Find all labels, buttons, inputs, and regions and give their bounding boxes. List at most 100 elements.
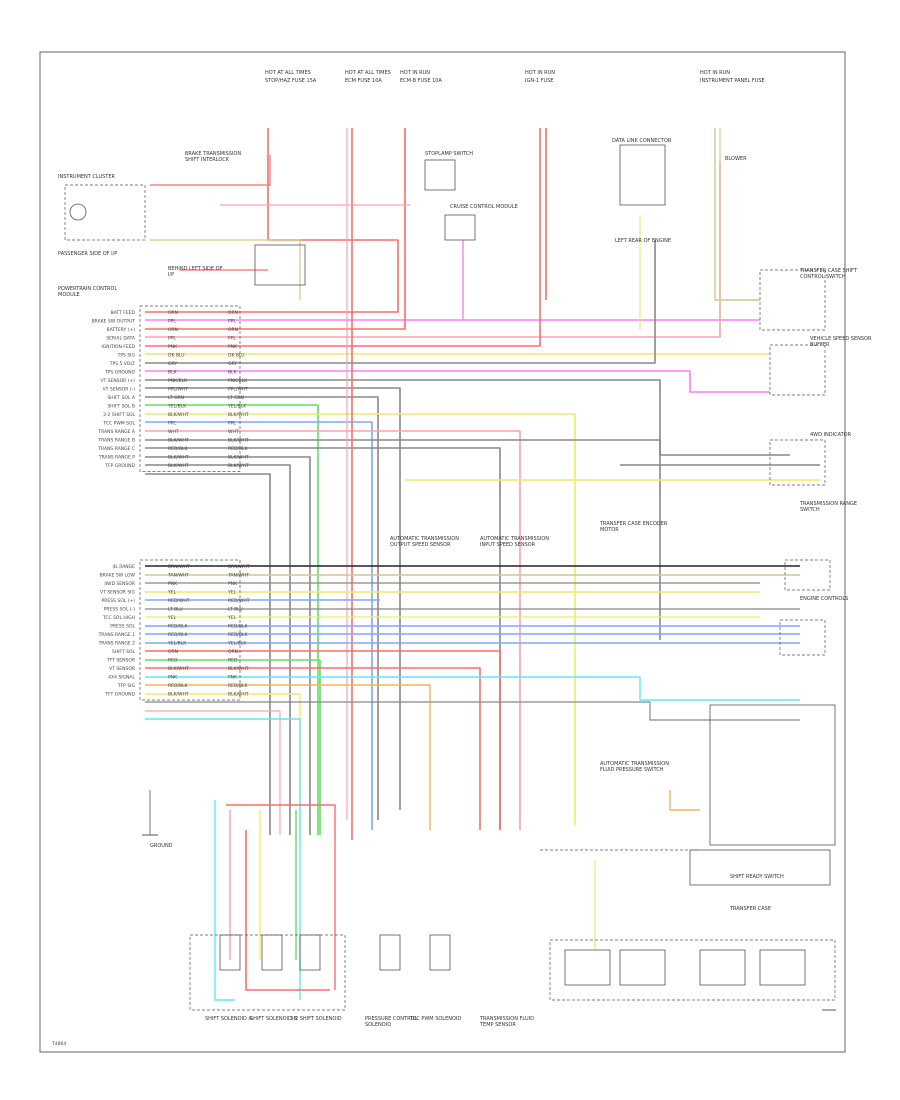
wire-shift-ready xyxy=(669,790,700,811)
wire-tfp-gray xyxy=(145,701,800,721)
component-label: PASSENGER SIDE OF I/P xyxy=(58,251,117,257)
solenoid-body-2 xyxy=(261,934,283,971)
component-label: SHIFT SOLENOID B xyxy=(250,1016,297,1022)
wire-4x4-sig xyxy=(145,676,800,701)
wire-vt-b xyxy=(145,396,379,820)
wire-layer xyxy=(145,128,820,1001)
wire-code-upper-right: YEL/BLK xyxy=(227,404,247,410)
wire-code-lower-right: RED/BLK xyxy=(228,632,249,638)
wire-vt-minus xyxy=(145,387,401,810)
wire-code-lower: PNK xyxy=(168,675,178,681)
wire-shift-sol xyxy=(145,650,501,830)
cluster-indicator xyxy=(69,203,87,221)
wire-code-upper: PPL/WHT xyxy=(168,387,188,393)
wire-ip-fuse xyxy=(714,128,760,301)
fuse-sublabel: IGN-1 FUSE xyxy=(525,78,554,84)
fuse-sublabel: STOP/HAZ FUSE 15A xyxy=(265,78,317,84)
wire-code-upper-right: PPL xyxy=(228,421,236,427)
wire-ignition-feed xyxy=(145,128,541,347)
wire-code-lower: BRN/WHT xyxy=(168,564,190,570)
wire-code-lower-right: LT BLU xyxy=(228,607,243,613)
wire-code-upper: PNK/BLK xyxy=(168,378,188,384)
wire-cluster-red xyxy=(150,155,271,186)
pcm-pin-label-upper: TRANS RANGE C xyxy=(97,446,135,452)
pcm-pin-label-lower: VT SENSOR xyxy=(109,666,135,672)
pcm-pin-label-upper: TCC PWM SOL xyxy=(102,421,135,427)
pcm-pin-label-upper: 3-2 SHIFT SOL xyxy=(103,412,135,418)
pcm-pin-label-lower: TRANS RANGE 2 xyxy=(98,641,136,647)
wire-tft-gnd xyxy=(145,718,301,1000)
pcm-pin-label-lower: VT SENSOR SIG xyxy=(100,590,135,596)
wire-code-lower: TAN/WHT xyxy=(167,573,189,579)
solenoid-body-5 xyxy=(429,934,451,971)
component-label: TCC PWM SOLENOID xyxy=(409,1016,461,1022)
component-label: SHIFT READY SWITCH xyxy=(730,874,784,880)
dlc-box xyxy=(619,144,666,206)
wire-code-upper: GRY xyxy=(168,361,177,367)
diagram-frame xyxy=(39,51,846,1053)
wire-range-c xyxy=(145,456,311,835)
component-layer xyxy=(64,144,836,1011)
wire-code-upper-right: PPL xyxy=(228,319,236,325)
wire-code-upper: YEL/BLK xyxy=(167,404,187,410)
wire-tps-ground xyxy=(145,370,770,393)
wire-batt-feed xyxy=(145,128,399,313)
component-label: ENGINE CONTROLS xyxy=(800,596,848,602)
wire-shift-b xyxy=(145,413,576,825)
pressure-switch-4 xyxy=(759,949,806,986)
wire-code-lower-right: YEL/BLK xyxy=(227,641,247,647)
pcm-pin-label-lower: 4L RANGE xyxy=(112,564,135,570)
pcm-pin-label-lower: TCC SOL HIGH xyxy=(102,615,135,621)
wire-code-upper: PPL xyxy=(168,319,176,325)
range-switch-box xyxy=(709,704,836,846)
wire-code-upper-right: BLK/WHT xyxy=(228,412,249,418)
component-label: INSTRUMENT CLUSTER xyxy=(58,174,116,180)
wire-code-upper: WHT xyxy=(168,429,179,435)
wire-code-lower-right: BLK/WHT xyxy=(228,666,249,672)
wire-code-upper-right: ORN xyxy=(228,327,238,333)
pcm-pin-label-lower: PRESS SOL (-) xyxy=(104,607,136,613)
wire-code-upper: PPL xyxy=(168,421,176,427)
indicator-4wd xyxy=(769,439,826,486)
pcm-pin-label-upper: TRANS RANGE A xyxy=(97,429,136,435)
solenoid-group xyxy=(189,934,346,1011)
component-label: TRANSFER CASE xyxy=(729,906,771,912)
component-label: GROUND xyxy=(150,843,173,849)
wire-code-upper: DK BLU xyxy=(168,353,185,359)
wire-32-sol xyxy=(145,421,373,830)
wire-code-lower-right: YEL xyxy=(227,615,237,621)
btsi-box xyxy=(254,244,306,286)
wire-code-upper: BLK/WHT xyxy=(168,455,189,461)
wire-code-lower: YEL xyxy=(167,615,177,621)
wire-code-lower-right: ORN xyxy=(228,649,238,655)
wire-code-upper: LT GRN xyxy=(168,395,184,401)
wire-code-lower: ORN xyxy=(168,649,178,655)
wire-code-lower: RED/BLK xyxy=(168,624,189,630)
wire-code-lower-right: YEL xyxy=(227,590,237,596)
wire-code-upper: ORN xyxy=(168,327,178,333)
transfer-case-switch xyxy=(759,269,826,331)
pcm-pin-label-upper: VT SENSOR (-) xyxy=(103,387,136,393)
wire-code-upper-right: PNK/BLK xyxy=(228,378,248,384)
wire-code-lower: RED xyxy=(168,658,178,664)
wire-tfp-sig-2 xyxy=(145,693,301,835)
wire-tft xyxy=(145,659,321,835)
pcm-pin-label-upper: BATT FEED xyxy=(111,310,136,316)
component-label: CRUISE CONTROL MODULE xyxy=(450,204,518,210)
pcm-pin-label-upper: TRANS RANGE B xyxy=(97,438,135,444)
instrument-cluster-box xyxy=(64,184,146,241)
pcm-connector-upper xyxy=(139,305,241,472)
fluid-pressure-switch-box xyxy=(549,939,836,1001)
pressure-switch-1 xyxy=(564,949,611,986)
wire-code-upper-right: PPL xyxy=(228,336,236,342)
wire-code-upper-right: BLK xyxy=(228,370,238,376)
wire-battery xyxy=(145,128,406,330)
pcm-pin-label-lower: 4X4 SIGNAL xyxy=(108,675,135,681)
fuse-sublabel: ECM-B FUSE 10A xyxy=(400,78,442,84)
